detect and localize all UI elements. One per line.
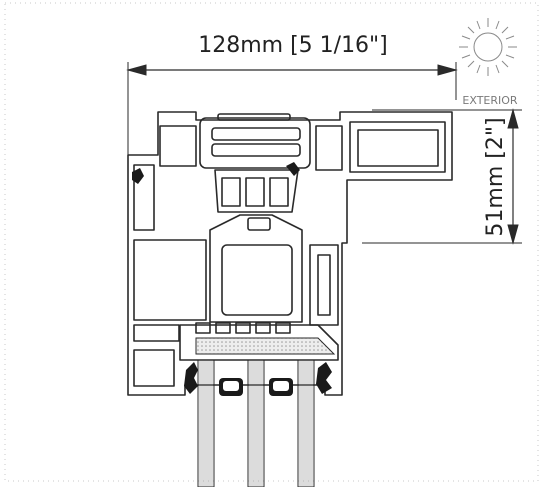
glass-pane-left <box>199 360 213 487</box>
sash-top-cell <box>247 217 271 231</box>
left-frame-chamber <box>133 239 207 321</box>
exterior-label: EXTERIOR <box>462 94 518 107</box>
width-arrow-left <box>126 64 147 76</box>
spacer-left-core <box>223 381 239 391</box>
left-frame-column-upper <box>133 164 155 231</box>
bead-tooth-2 <box>215 322 231 334</box>
bead-tooth-4 <box>255 322 271 334</box>
exterior-flange-outer <box>349 121 446 173</box>
sash-thermal-chamber <box>214 169 299 213</box>
glass-pane-right-outline <box>297 359 315 487</box>
depth-dimension <box>362 108 522 245</box>
gasket-top-right <box>286 162 300 176</box>
right-frame-chamber <box>309 244 339 326</box>
gasket-right-lower <box>316 362 332 394</box>
bead-tooth-5 <box>275 322 291 334</box>
depth-arrow-top <box>507 108 519 129</box>
thermal-cell-1 <box>221 177 241 207</box>
glazing-bead <box>179 324 339 361</box>
depth-arrow-bottom <box>507 224 519 245</box>
bead-tooth-3 <box>235 322 251 334</box>
thermal-cell-2 <box>245 177 265 207</box>
depth-dimension-label: 51mm [2"] <box>483 117 508 236</box>
glass-pane-right <box>299 360 313 487</box>
glass-pane-left-outline <box>197 359 215 487</box>
gaskets <box>132 162 332 394</box>
width-dimension-label: 128mm [5 1/16"] <box>198 33 388 58</box>
top-chamber-outer <box>199 117 311 169</box>
width-dimension <box>126 62 458 155</box>
sash-main-chamber <box>221 244 293 316</box>
glass-pane-middle <box>249 360 263 487</box>
top-chamber-slot-2 <box>211 143 301 157</box>
upper-left-chamber <box>159 125 197 167</box>
top-chamber-cap <box>217 113 291 121</box>
bead-tooth-1 <box>195 322 211 334</box>
drawing-border <box>4 2 539 482</box>
insulation-band <box>195 337 336 355</box>
sash-body <box>209 214 303 323</box>
width-arrow-right <box>437 64 458 76</box>
sun-icon <box>459 18 517 76</box>
top-chamber-slot-1 <box>211 127 301 141</box>
right-frame-inner <box>317 254 331 316</box>
left-frame-slot <box>133 324 180 342</box>
exterior-flange-inner <box>357 129 439 167</box>
gasket-left-lower <box>184 362 198 394</box>
spacer-right-core <box>273 381 289 391</box>
thermal-cell-3 <box>269 177 289 207</box>
glass-pane-middle-outline <box>247 359 265 487</box>
upper-right-chamber <box>315 125 343 171</box>
glazing-unit <box>197 359 315 487</box>
left-frame-lower-chamber <box>133 349 175 387</box>
gasket-top-left <box>132 168 144 184</box>
